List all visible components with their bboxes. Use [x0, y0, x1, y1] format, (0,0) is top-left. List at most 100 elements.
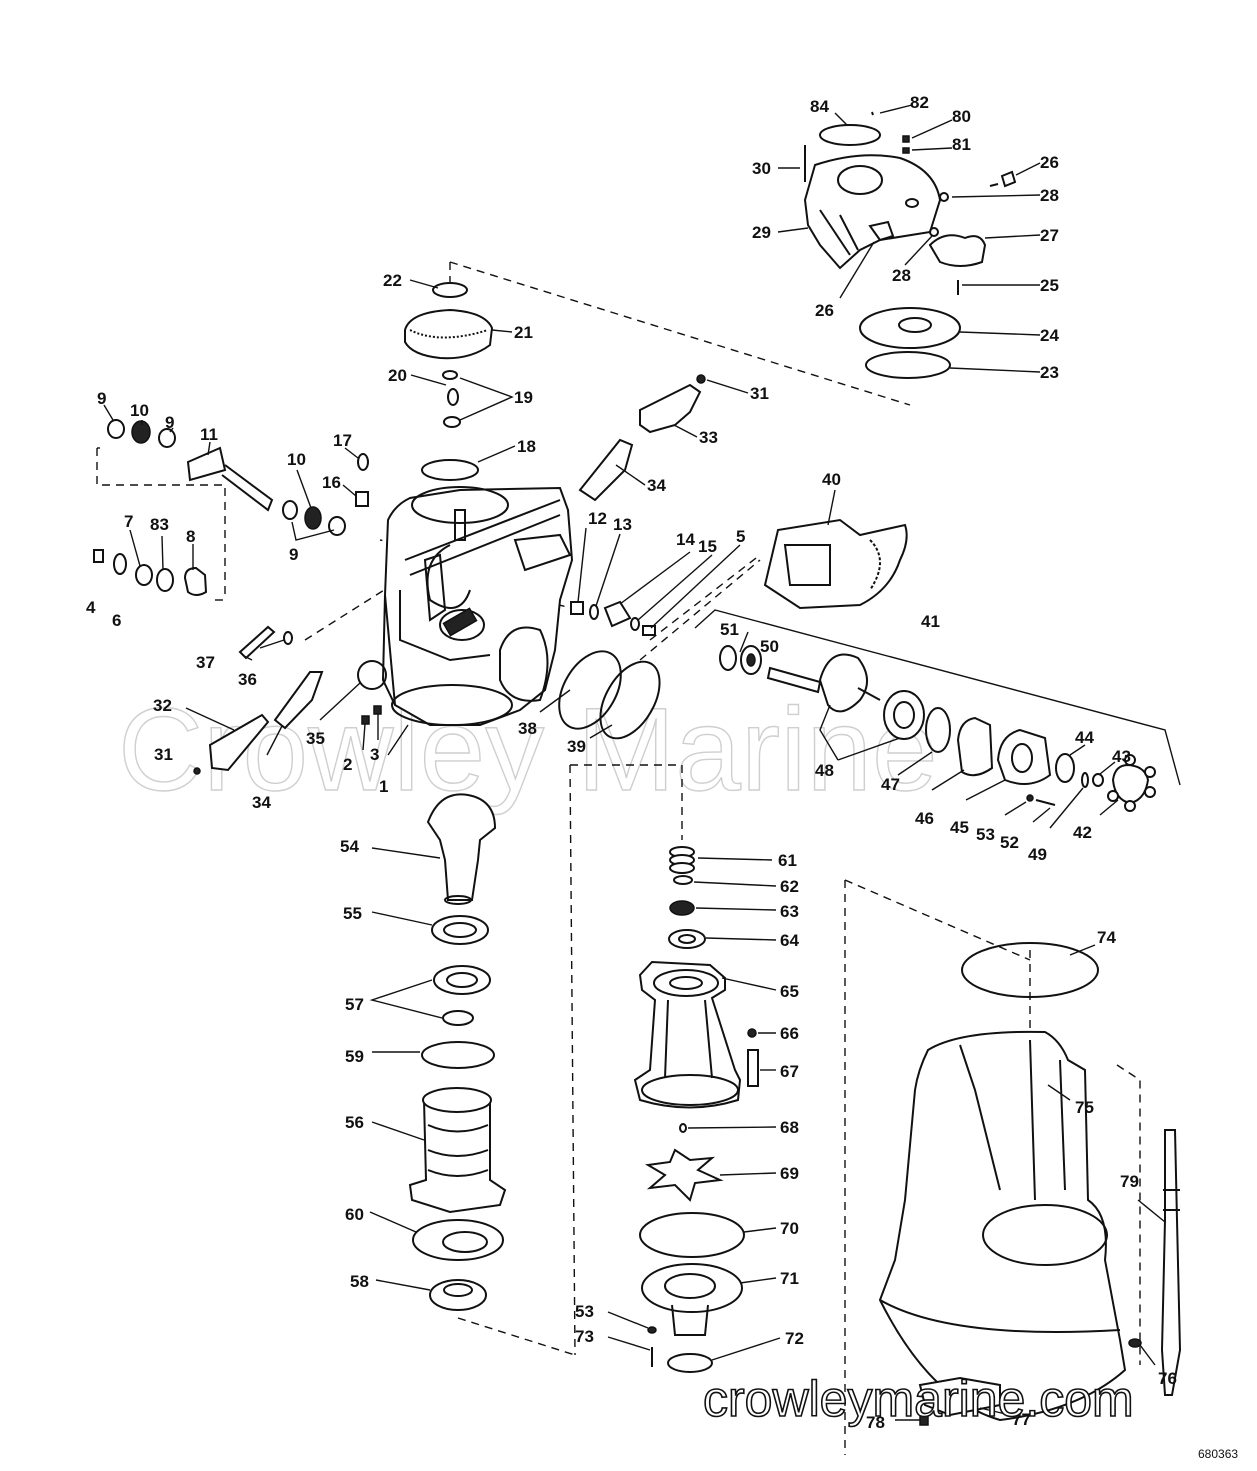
- washer-19-top: [442, 370, 458, 380]
- callout-label-58: 58: [350, 1272, 369, 1291]
- callout-label-75: 75: [1075, 1098, 1094, 1117]
- ring-74: [961, 942, 1099, 998]
- washer-9-right: [282, 500, 298, 520]
- ring-22: [432, 282, 468, 298]
- callout-label-10a: 10: [130, 401, 149, 420]
- callout-label-9b: 9: [165, 413, 174, 432]
- callout-label-53a: 53: [976, 825, 995, 844]
- left-shaft-group: [93, 419, 369, 596]
- callout-label-37: 37: [196, 653, 215, 672]
- screw-37: [238, 625, 276, 660]
- callout-label-12: 12: [588, 509, 607, 528]
- callout-label-29: 29: [752, 223, 771, 242]
- callout-label-33: 33: [699, 428, 718, 447]
- callout-label-62: 62: [780, 877, 799, 896]
- washer-9-far: [328, 516, 346, 536]
- callout-label-9a: 9: [97, 389, 106, 408]
- callout-label-65: 65: [780, 982, 799, 1001]
- washer-53-pump: [647, 1326, 657, 1334]
- drive-shaft-group: [408, 793, 507, 1311]
- callout-label-64: 64: [780, 931, 799, 950]
- plate-32: [208, 713, 270, 772]
- callout-label-53b: 53: [575, 1302, 594, 1321]
- ring-47: [925, 707, 951, 753]
- callout-label-1: 1: [379, 777, 388, 796]
- ring-6: [113, 553, 127, 575]
- exhaust-housing-group: [878, 942, 1182, 1426]
- callout-label-11: 11: [200, 425, 218, 444]
- spring-20: [447, 388, 459, 406]
- bushing-12: [570, 601, 584, 615]
- callout-label-68: 68: [780, 1118, 799, 1137]
- callout-label-74: 74: [1097, 928, 1116, 947]
- shift-cover-29: [803, 154, 942, 270]
- callout-label-32: 32: [153, 696, 172, 715]
- washer-28-upper: [939, 192, 949, 202]
- website-text: crowleymarine.com: [703, 1371, 1134, 1427]
- callout-label-38: 38: [518, 719, 537, 738]
- callout-label-35: 35: [306, 729, 325, 748]
- plate-33: [639, 383, 702, 434]
- washer-15: [630, 617, 640, 631]
- key-68: [679, 1123, 687, 1133]
- drive-gear-48: [818, 653, 868, 713]
- ring-49: [1081, 772, 1089, 788]
- shift-rod-parts: [570, 600, 656, 636]
- callout-label-54: 54: [340, 837, 359, 856]
- plate-70: [639, 1212, 745, 1258]
- washer-9-left: [107, 419, 125, 439]
- ring-13: [589, 604, 599, 620]
- upper-gear-group: [404, 282, 494, 481]
- callout-label-15: 15: [698, 537, 717, 556]
- callout-label-26a: 26: [1040, 153, 1059, 172]
- seal-10-right: [304, 506, 322, 530]
- callout-label-73: 73: [575, 1327, 594, 1346]
- callout-label-31b: 31: [154, 745, 173, 764]
- seals-38-39: [558, 650, 661, 740]
- callout-label-9c: 9: [289, 545, 298, 564]
- callout-label-34b: 34: [252, 793, 271, 812]
- gasket-34-top: [578, 438, 634, 502]
- watermark-text: Crowley Marine: [118, 684, 938, 816]
- callout-label-36: 36: [238, 670, 257, 689]
- callout-label-23: 23: [1040, 363, 1059, 382]
- callout-label-4: 4: [86, 598, 96, 617]
- pin-82: [871, 111, 874, 116]
- leader-lines: [103, 104, 1166, 1421]
- pin-16: [355, 491, 369, 507]
- pin-5: [642, 625, 656, 636]
- callout-label-34a: 34: [647, 476, 666, 495]
- callout-label-59: 59: [345, 1047, 364, 1066]
- callout-label-45: 45: [950, 818, 969, 837]
- shaft-gear-11: [186, 446, 227, 482]
- screw-31-top: [696, 374, 706, 384]
- callout-label-39: 39: [567, 737, 586, 756]
- washer-19-bottom: [443, 416, 461, 428]
- callout-label-20: 20: [388, 366, 407, 385]
- propeller-shaft-group: [694, 609, 1181, 812]
- callout-label-78: 78: [866, 1413, 885, 1432]
- callout-label-70: 70: [780, 1219, 799, 1238]
- screw-31-bottom: [193, 767, 201, 775]
- callout-label-41: 41: [921, 612, 940, 631]
- shift-lever-27: [928, 234, 987, 267]
- callout-label-43: 43: [1112, 747, 1131, 766]
- callout-label-2: 2: [343, 755, 352, 774]
- shift-cover-assembly: [803, 111, 1017, 379]
- pinion-gear-54: [426, 793, 497, 901]
- callout-label-42: 42: [1073, 823, 1092, 842]
- callout-label-16: 16: [322, 473, 341, 492]
- callout-label-8: 8: [186, 527, 195, 546]
- callout-label-80: 80: [952, 107, 971, 126]
- bushing-8: [183, 566, 208, 596]
- washer-57: [442, 1010, 474, 1026]
- callout-label-6: 6: [112, 611, 121, 630]
- callout-label-30: 30: [752, 159, 771, 178]
- plates-31-34: [193, 374, 706, 775]
- gear-14: [603, 600, 632, 628]
- drawing-code: 680363: [1198, 1447, 1238, 1461]
- callout-label-40: 40: [822, 470, 841, 489]
- propeller-shaft: [766, 666, 822, 694]
